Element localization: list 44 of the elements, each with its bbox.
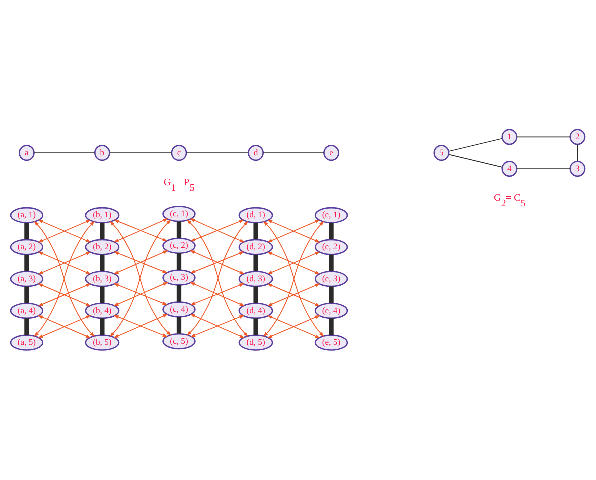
node-circle: c [171,145,188,162]
connector [100,223,105,240]
connector [176,254,182,270]
node-circle: 3 [570,160,586,178]
arrow [38,220,92,243]
connector [24,318,30,336]
node-circle: 2 [570,129,586,146]
node-circle: a [18,145,35,162]
connector [100,286,105,304]
connector [176,285,182,302]
node-circle: d [248,145,264,162]
connector [516,168,571,170]
connector [100,254,105,272]
connector [24,286,30,304]
connector [24,223,30,240]
connector [186,152,250,154]
connector [109,152,172,154]
node-circle: 1 [502,129,518,146]
arrow [263,221,324,338]
connector [254,223,258,240]
connector [254,254,258,272]
connector [329,318,334,336]
connector [577,144,578,162]
node-circle: 5 [434,145,450,162]
arrow [34,221,96,338]
connector [24,254,30,272]
node-circle: 4 [502,160,518,178]
connector [254,318,258,336]
connector [254,286,258,304]
connector [448,154,503,168]
connector [516,136,571,138]
connector [329,286,334,304]
connector [100,318,105,336]
node-circle: e [324,145,340,162]
connector [34,152,96,154]
connector [448,138,503,152]
connector [176,317,182,334]
arrow [38,252,92,275]
connector [263,152,324,154]
node-circle: b [94,145,110,162]
connector [176,222,182,238]
connector [329,254,334,272]
arrow [267,252,320,275]
connector [329,223,334,240]
